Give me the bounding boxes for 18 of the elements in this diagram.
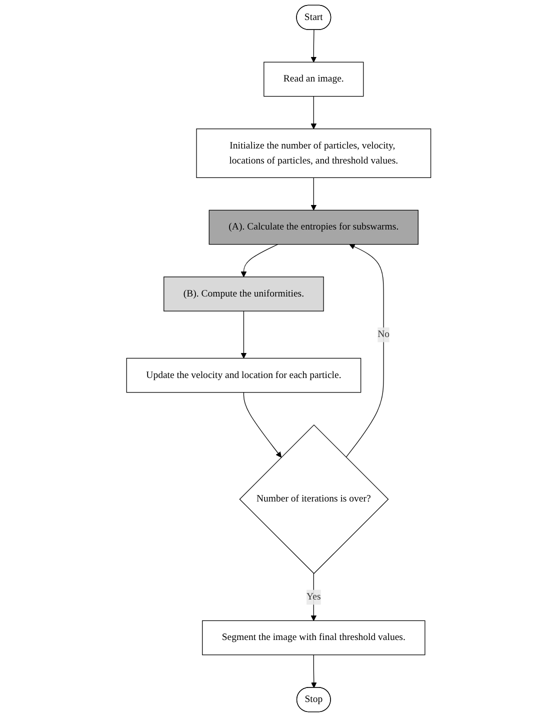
arrow [310,573,316,621]
arrow [310,654,317,688]
arrow [243,392,282,458]
edge-label: Yes [306,592,321,602]
edge-label: No [377,329,390,340]
arrow [240,244,278,278]
arrow [310,177,316,210]
arrow [240,310,246,358]
node-box: Update the velocity and location for each particle. [126,358,361,393]
node-box: Segment the image with final threshold values. [202,620,426,656]
node-box: Read an image. [263,62,364,97]
node-diamond: Number of iterations is over? [239,424,388,574]
node-box: (B). Compute the uniformities. [163,276,324,312]
arrow [310,96,316,130]
node-box: (A). Calculate the entropies for subswarms. [208,210,418,245]
node-box: Initialize the number of particles, velocity, locations of particles, and threshold values. [196,128,431,178]
arrow [346,244,384,458]
arrow [310,30,316,62]
